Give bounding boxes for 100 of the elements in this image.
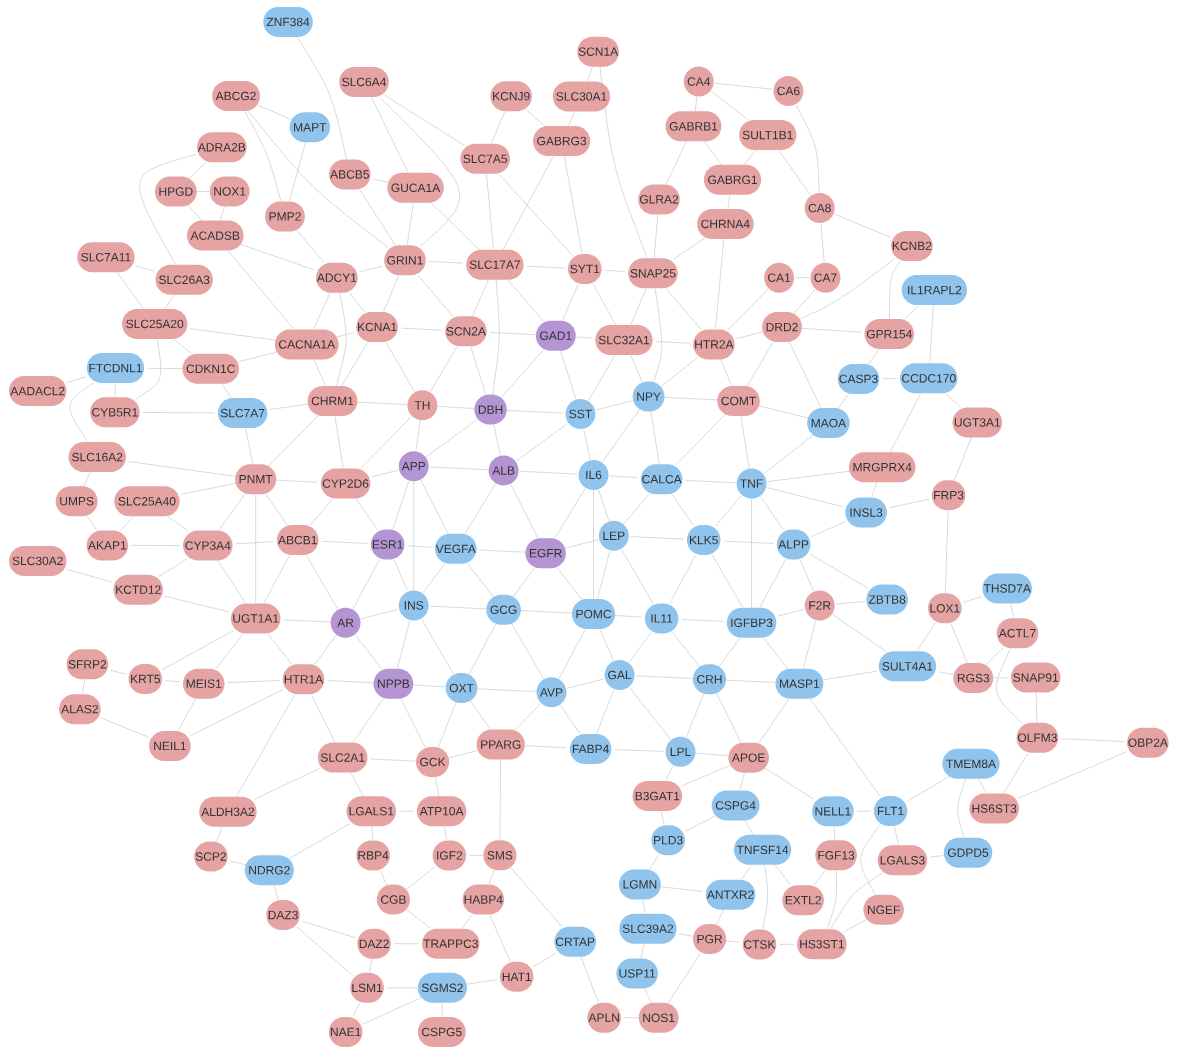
connector-line <box>227 680 280 683</box>
connector-line <box>727 288 769 331</box>
connector-line <box>253 768 320 800</box>
connector-line <box>917 622 936 652</box>
connector-line <box>310 498 333 526</box>
connector-line <box>889 393 922 453</box>
connector-line <box>696 752 729 757</box>
connector-line <box>822 670 877 681</box>
connector-line <box>602 409 640 463</box>
connector-line <box>420 479 449 534</box>
connector-line <box>327 680 374 684</box>
connector-line <box>385 342 416 393</box>
connector-line <box>882 378 898 380</box>
connector-line <box>712 554 743 608</box>
connector-line <box>470 700 491 730</box>
connector-line <box>406 202 414 246</box>
connector-line <box>526 265 565 269</box>
connector-line <box>778 150 811 196</box>
connector-line <box>181 482 237 495</box>
connector-line <box>321 540 368 544</box>
connector-line <box>648 854 660 871</box>
connector-line <box>711 91 749 121</box>
connector-line <box>681 619 724 622</box>
connector-line <box>593 489 594 599</box>
connector-line <box>429 605 488 610</box>
connector-line <box>502 156 554 250</box>
connector-line <box>667 952 702 1004</box>
connector-line <box>359 265 383 273</box>
connector-line <box>215 633 244 669</box>
connector-line <box>665 288 702 330</box>
connector-line <box>871 482 878 498</box>
connector-line <box>313 292 331 330</box>
connector-line <box>669 554 696 604</box>
connector-line <box>685 815 716 832</box>
connector-line <box>415 420 421 452</box>
connector-line <box>371 469 399 478</box>
connector-line <box>716 693 742 743</box>
connector-line <box>558 628 586 679</box>
connector-line <box>314 634 337 665</box>
connector-line <box>493 424 501 456</box>
connector-line <box>524 745 567 749</box>
connector-line <box>498 173 573 256</box>
connector-line <box>355 498 378 531</box>
connector-line <box>779 943 795 945</box>
connector-line <box>195 191 210 192</box>
connector-line <box>422 563 445 593</box>
connector-line <box>740 416 750 469</box>
connector-line <box>751 498 752 608</box>
connector-line <box>630 288 647 325</box>
connector-line <box>640 943 645 959</box>
connector-line <box>904 305 919 320</box>
connector-line <box>512 567 536 598</box>
connector-line <box>465 979 498 985</box>
connector-line <box>739 772 745 791</box>
connector-line <box>763 434 814 474</box>
connector-line <box>421 618 454 675</box>
connector-line <box>167 516 189 532</box>
connector-line <box>236 694 296 797</box>
connector-line <box>477 688 536 692</box>
connector-line <box>492 279 500 395</box>
connector-line <box>1061 738 1125 742</box>
connector-line <box>621 549 654 604</box>
connector-line <box>216 826 223 842</box>
connector-line <box>834 213 891 238</box>
connector-line <box>575 336 593 339</box>
connector-line <box>762 864 769 930</box>
connector-line <box>715 495 742 527</box>
connector-line <box>437 702 457 748</box>
connector-line <box>135 265 155 272</box>
connector-line <box>510 484 539 539</box>
connector-line <box>795 277 810 279</box>
connector-line <box>275 479 318 483</box>
connector-line <box>564 156 583 254</box>
connector-line <box>507 279 545 323</box>
connector-line <box>435 776 440 797</box>
connector-line <box>128 461 237 477</box>
connector-line <box>704 141 722 165</box>
connector-line <box>341 342 369 386</box>
connector-line <box>744 820 754 835</box>
connector-line <box>489 332 536 336</box>
connector-line <box>766 487 844 508</box>
connector-line <box>793 289 816 314</box>
connector-line <box>397 620 411 669</box>
connector-line <box>255 494 256 604</box>
connector-line <box>472 279 489 317</box>
connector-line <box>613 615 642 618</box>
connector-line <box>519 610 574 614</box>
connector-line <box>650 411 660 465</box>
connector-line <box>835 601 864 605</box>
connector-line <box>400 327 443 331</box>
connector-line <box>588 355 616 401</box>
connector-line <box>809 698 881 797</box>
connector-line <box>801 327 862 333</box>
connector-line <box>491 111 506 144</box>
connector-line <box>516 423 568 462</box>
connector-line <box>417 274 454 317</box>
connector-line <box>519 470 578 475</box>
connector-line <box>283 619 331 623</box>
connector-line <box>665 141 687 185</box>
connector-line <box>630 355 643 383</box>
